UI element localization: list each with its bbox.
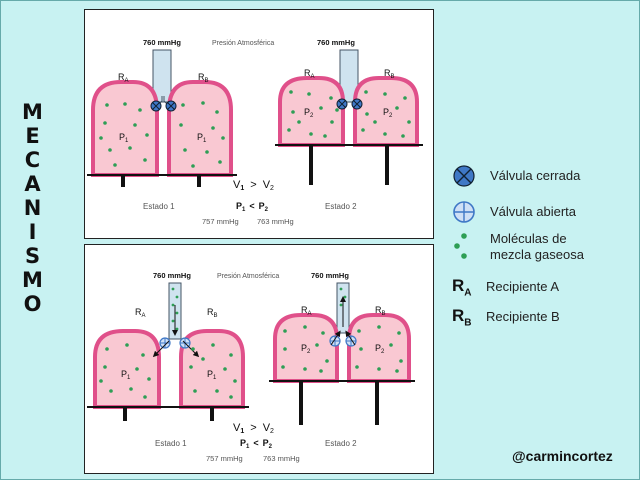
- title-letter: M: [22, 268, 44, 292]
- legend-open-valve: Válvula abierta: [452, 200, 576, 224]
- pressure-p1-label: P1: [119, 132, 129, 144]
- piston-rod: [375, 381, 379, 425]
- piston-rod: [299, 381, 303, 425]
- piston-rod: [197, 175, 201, 187]
- panel-svg: 760 mmHg Presión Atmosférica 760 mmHg RA…: [87, 38, 423, 226]
- closed-valve-icon: [351, 98, 363, 110]
- panel-svg: 760 mmHg Presión Atmosférica 760 mmHg: [87, 271, 415, 463]
- legend-container-b: RB Recipiente B: [452, 306, 560, 328]
- open-valve-icon: [159, 337, 171, 349]
- p2-value: 763 mmHg: [257, 217, 294, 226]
- state2-apparatus: RA RB P2 P2: [275, 49, 423, 185]
- container-b: [167, 80, 233, 177]
- state2-label: Estado 2: [325, 439, 357, 448]
- title-letter: I: [28, 220, 38, 244]
- air-tube: [339, 49, 359, 103]
- author-credit: @carmincortez: [512, 448, 613, 464]
- molecules-icon: [454, 233, 467, 259]
- rb-label: RB: [375, 305, 386, 317]
- gas-molecules: [171, 287, 179, 331]
- pressure-p2-label: P2: [375, 343, 385, 355]
- air-tube: [152, 49, 172, 103]
- ra-symbol: RA: [452, 276, 472, 299]
- gas-molecules: [99, 343, 237, 399]
- container-a: [91, 80, 159, 177]
- airflow-arrow: [152, 340, 170, 358]
- legend-container-a: RA Recipiente A: [452, 276, 559, 298]
- p1-value: 757 mmHg: [206, 454, 243, 463]
- state2-apparatus: RA RB P2 P2: [269, 282, 415, 425]
- pressure-p1-label: P1: [207, 369, 217, 381]
- title-letter: E: [25, 124, 41, 148]
- pressure-p2-label: P2: [301, 343, 311, 355]
- state1-apparatus: RA RB P1 P1: [87, 49, 237, 187]
- title-letter: C: [24, 148, 42, 172]
- pressure-label: 760 mmHg: [143, 38, 181, 47]
- open-valve-icon: [453, 201, 475, 223]
- piston-rod: [123, 407, 127, 421]
- closed-valve-icon: [165, 100, 177, 112]
- state1-label: Estado 1: [143, 202, 175, 211]
- container-b: [347, 313, 411, 383]
- legend-closed-valve-label: Válvula cerrada: [490, 168, 581, 183]
- pressure-label: 760 mmHg: [317, 38, 355, 47]
- pressure-p2-label: P2: [383, 107, 393, 119]
- ra-label: RA: [118, 72, 129, 84]
- container-a: [278, 76, 345, 147]
- pressure-label: 760 mmHg: [153, 271, 191, 280]
- legend-container-b-label: Recipiente B: [486, 309, 560, 325]
- pressure-p2-label: P2: [304, 107, 314, 119]
- piston-rod: [309, 145, 313, 185]
- pressure-relation: P1<P2: [236, 201, 269, 213]
- closed-valve-icon: [336, 98, 348, 110]
- piston-rod: [210, 407, 214, 421]
- pressure-relation: P1<P2: [240, 438, 273, 450]
- closed-valve-icon: [453, 165, 475, 187]
- rb-label: RB: [198, 72, 209, 84]
- airflow-arrow: [182, 340, 200, 358]
- legend-molecules: Moléculas de mezcla gaseosa: [452, 230, 584, 264]
- volume-relation: V1>V2: [233, 422, 274, 435]
- gas-molecules: [287, 90, 411, 138]
- airflow-arrow: [330, 330, 341, 346]
- gas-molecules: [99, 101, 225, 168]
- title-letter: O: [23, 292, 43, 316]
- gas-molecules: [281, 325, 403, 373]
- atmospheric-pressure-label: Presión Atmosférica: [217, 273, 279, 280]
- ra-label: RA: [135, 307, 146, 319]
- p2-value: 763 mmHg: [263, 454, 300, 463]
- piston-rod: [385, 145, 389, 185]
- state2-label: Estado 2: [325, 202, 357, 211]
- atmospheric-pressure-label: Presión Atmosférica: [212, 40, 274, 47]
- airflow-arrow: [345, 330, 356, 346]
- title-letter: S: [24, 244, 42, 268]
- legend-open-valve-label: Válvula abierta: [490, 204, 576, 219]
- rb-label: RB: [207, 307, 218, 319]
- ra-label: RA: [304, 68, 315, 80]
- diagram-panel-open-valves: 760 mmHg Presión Atmosférica 760 mmHg: [84, 244, 434, 474]
- title-letter: A: [24, 172, 42, 196]
- rb-label: RB: [384, 68, 395, 80]
- rb-symbol: RB: [452, 306, 472, 329]
- closed-valve-icon: [150, 100, 162, 112]
- diagram-panel-closed-valves: 760 mmHg Presión Atmosférica 760 mmHg RA…: [84, 9, 434, 239]
- vertical-title: M E C A N I S M O: [18, 100, 48, 316]
- legend-closed-valve: Válvula cerrada: [452, 164, 580, 188]
- pressure-label: 760 mmHg: [311, 271, 349, 280]
- piston-rod: [121, 175, 125, 187]
- state1-label: Estado 1: [155, 439, 187, 448]
- ra-label: RA: [301, 305, 312, 317]
- volume-relation: V1>V2: [233, 179, 274, 192]
- container-b: [353, 76, 419, 147]
- state1-apparatus: RA RB P1 P1: [87, 282, 249, 421]
- title-letter: N: [23, 196, 43, 220]
- p1-value: 757 mmHg: [202, 217, 239, 226]
- pressure-p1-label: P1: [197, 132, 207, 144]
- pressure-p1-label: P1: [121, 369, 131, 381]
- title-letter: M: [22, 100, 44, 124]
- legend-molecules-label: Moléculas de mezcla gaseosa: [490, 231, 584, 262]
- legend-container-a-label: Recipiente A: [486, 279, 559, 295]
